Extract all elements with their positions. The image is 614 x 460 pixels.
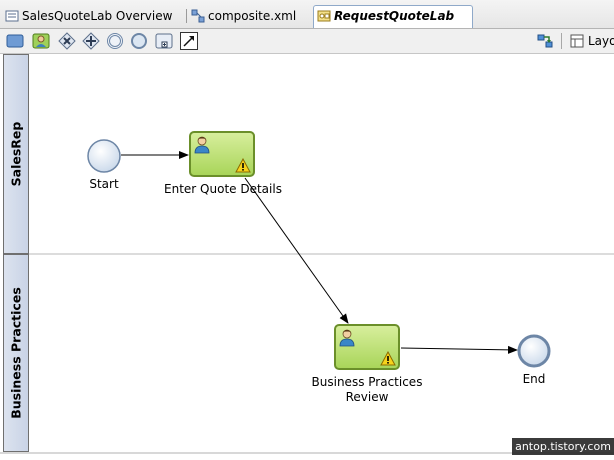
tab-label: SalesQuoteLab Overview bbox=[22, 9, 173, 23]
user-icon bbox=[194, 136, 210, 154]
tab-requestquotelab[interactable]: RequestQuoteLab bbox=[313, 5, 473, 28]
parallel-gateway-button[interactable] bbox=[82, 32, 100, 50]
subprocess-icon bbox=[155, 33, 173, 49]
exclusive-gateway-icon bbox=[58, 32, 76, 50]
lane-header-salesrep[interactable]: SalesRep bbox=[3, 54, 29, 254]
user-icon bbox=[339, 329, 355, 347]
user-task-icon bbox=[32, 33, 50, 49]
tab-composite-xml[interactable]: composite.xml bbox=[188, 6, 312, 26]
end-event-button[interactable] bbox=[130, 32, 148, 50]
flow-review-to-end[interactable] bbox=[400, 345, 518, 354]
lane-header-business-practices[interactable]: Business Practices bbox=[3, 254, 29, 452]
exclusive-gateway-button[interactable] bbox=[58, 32, 76, 50]
process-canvas[interactable]: SalesRep Business Practices Start bbox=[0, 54, 614, 460]
warning-icon bbox=[380, 351, 396, 366]
tab-label: RequestQuoteLab bbox=[334, 9, 455, 23]
watermark: antop.tistory.com bbox=[512, 438, 614, 455]
lane-bottom-border bbox=[0, 452, 614, 454]
sequence-flow-icon bbox=[180, 32, 198, 50]
sequence-flow-button[interactable] bbox=[180, 32, 198, 50]
label-line: Business Practices bbox=[311, 375, 423, 389]
tab-separator bbox=[186, 9, 187, 23]
bpmn-process-icon bbox=[317, 10, 331, 22]
toolbar-separator bbox=[561, 33, 562, 49]
parallel-gateway-icon bbox=[82, 32, 100, 50]
lane-icon bbox=[6, 34, 24, 48]
start-event[interactable] bbox=[86, 138, 122, 174]
warning-icon bbox=[235, 158, 251, 173]
end-event[interactable] bbox=[516, 333, 552, 369]
auto-arrange-icon bbox=[537, 34, 553, 48]
subprocess-button[interactable] bbox=[155, 32, 173, 50]
overview-icon bbox=[5, 10, 19, 22]
layout-icon bbox=[570, 34, 584, 48]
process-toolbar: Layo bbox=[0, 29, 614, 54]
end-event-label: End bbox=[522, 372, 546, 386]
tab-label: composite.xml bbox=[208, 9, 297, 23]
user-task-button[interactable] bbox=[32, 32, 50, 50]
composite-icon bbox=[191, 9, 205, 23]
tab-salesquotelab-overview[interactable]: SalesQuoteLab Overview bbox=[2, 6, 184, 26]
lane-button[interactable] bbox=[6, 32, 24, 50]
task-business-practices-review[interactable] bbox=[334, 324, 400, 370]
task-enter-quote-details-label: Enter Quote Details bbox=[164, 182, 282, 196]
flow-enter-quote-to-review[interactable] bbox=[244, 177, 349, 324]
auto-arrange-button[interactable] bbox=[536, 32, 554, 50]
layout-label: Layo bbox=[588, 34, 614, 48]
start-event-label: Start bbox=[89, 177, 119, 191]
intermediate-event-button[interactable] bbox=[106, 32, 124, 50]
layout-button[interactable]: Layo bbox=[568, 32, 614, 50]
label-line: Review bbox=[345, 390, 389, 404]
lane-divider bbox=[29, 253, 614, 255]
task-business-practices-review-label: Business Practices Review bbox=[300, 375, 434, 405]
editor-tab-bar: SalesQuoteLab Overview composite.xml Req… bbox=[0, 0, 614, 29]
task-enter-quote-details[interactable] bbox=[189, 131, 255, 177]
intermediate-event-icon bbox=[107, 33, 123, 49]
sequence-flows bbox=[121, 151, 518, 354]
end-event-icon bbox=[131, 33, 147, 49]
